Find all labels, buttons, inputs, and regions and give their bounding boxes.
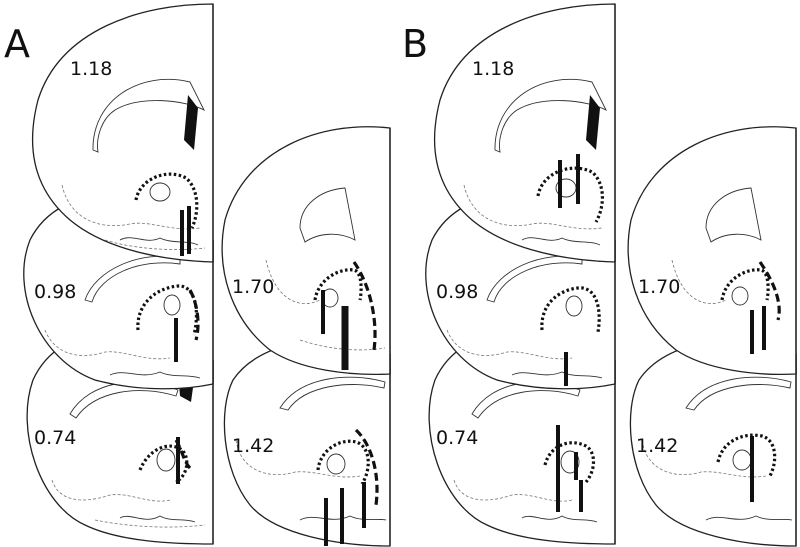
bregma-label: 1.42 bbox=[232, 435, 274, 457]
bregma-label: 0.74 bbox=[436, 427, 478, 449]
panel-b: B 0.74 0.98 bbox=[402, 3, 797, 547]
bregma-label: 1.70 bbox=[638, 276, 680, 298]
bregma-label: 0.74 bbox=[34, 427, 76, 449]
bregma-label: 0.98 bbox=[436, 281, 478, 303]
bregma-label: 1.18 bbox=[472, 58, 514, 80]
panel-a: A 0.74 0.98 bbox=[4, 3, 391, 547]
panel-letter-a: A bbox=[4, 22, 30, 66]
section-b-2-1: 1.70 bbox=[627, 126, 797, 375]
section-a-2-2: 1.42 bbox=[223, 340, 391, 547]
bregma-label: 1.70 bbox=[232, 276, 274, 298]
bregma-label: 0.98 bbox=[34, 281, 76, 303]
bregma-label: 1.18 bbox=[70, 58, 112, 80]
section-a-2-1: 1.70 bbox=[221, 126, 391, 375]
section-b-2-2: 1.42 bbox=[629, 340, 797, 547]
panel-letter-b: B bbox=[402, 22, 428, 66]
section-a-1-1: 1.18 bbox=[31, 3, 214, 263]
bregma-label: 1.42 bbox=[636, 435, 678, 457]
section-b-1-1: 1.18 bbox=[433, 3, 616, 263]
